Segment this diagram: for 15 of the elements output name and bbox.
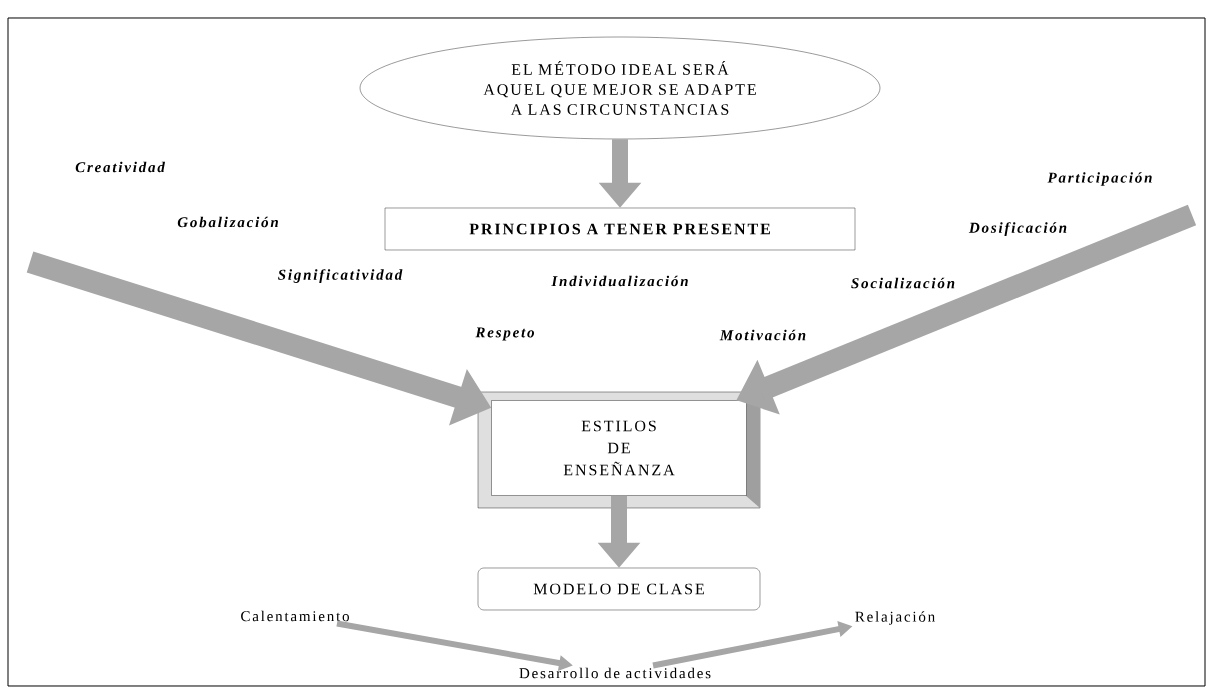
process-box: PRINCIPIOS A TENER PRESENTE [384, 207, 856, 251]
principle-label: Respeto [475, 327, 535, 341]
principle-label: Individualización [551, 275, 688, 287]
stage-label: Relajación [855, 611, 935, 625]
principle-label: Gobalización [177, 216, 278, 228]
principle-label: Socialización [851, 277, 955, 289]
principle-label: Participación [1047, 172, 1152, 186]
principle-label: Creatividad [75, 161, 165, 173]
rounded-box: MODELO DE CLASE [477, 567, 761, 611]
stage-label: Desarrollo de actividades [519, 667, 711, 679]
principle-label: Significatividad [278, 269, 403, 283]
bevel-box: ESTILOS DE ENSEÑANZA [477, 391, 761, 509]
principle-label: Motivación [719, 329, 806, 341]
stage-label: Calentamiento [241, 610, 349, 622]
principle-label: Dosificación [968, 222, 1067, 236]
